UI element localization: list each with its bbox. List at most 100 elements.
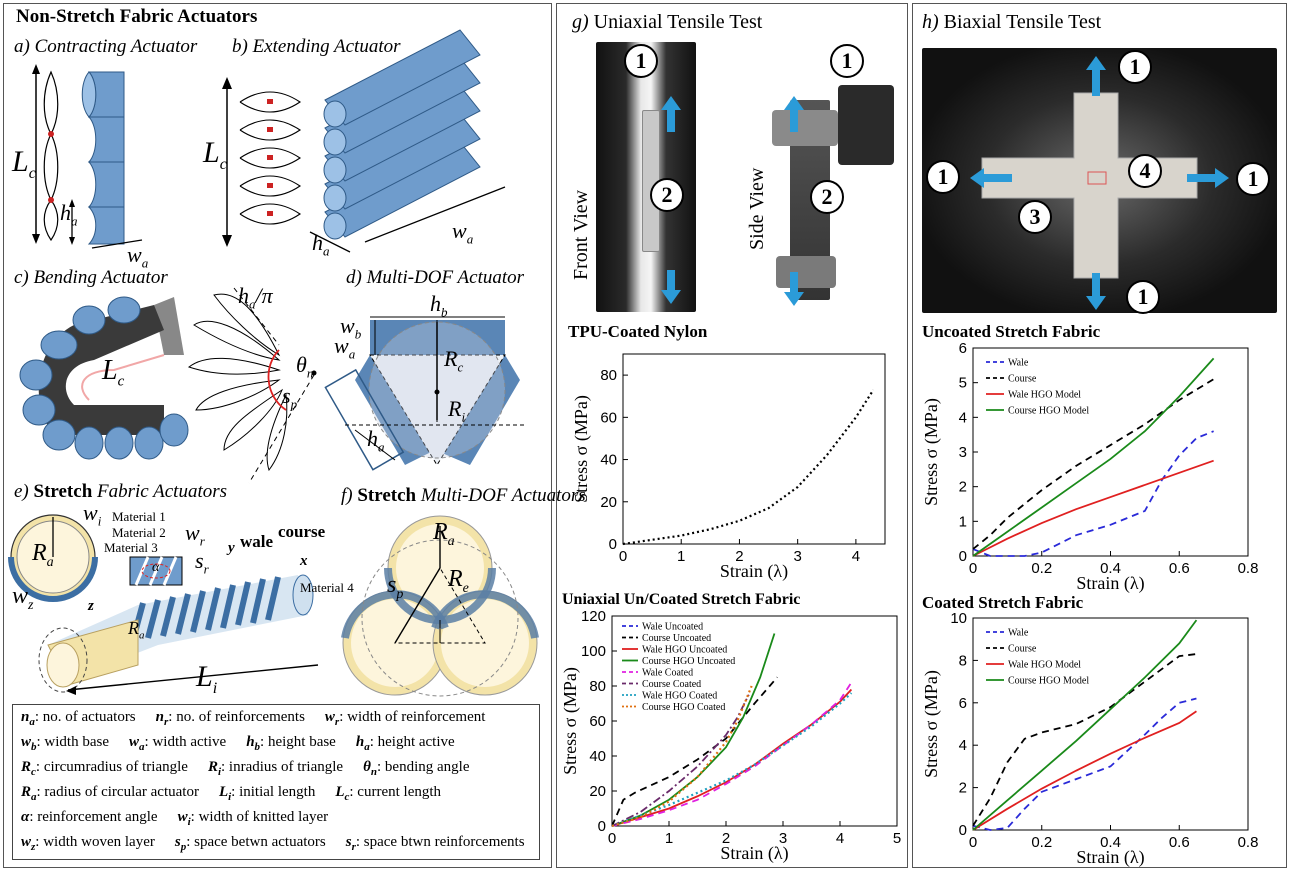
label-a: a) Contracting Actuator xyxy=(14,36,198,57)
legend-label: Course HGO Coated xyxy=(642,702,725,713)
e-alpha-label: α xyxy=(152,560,160,575)
y-tick-label: 80 xyxy=(600,367,617,384)
legend-label: Course xyxy=(1008,644,1037,655)
e-sr-label: sr xyxy=(195,548,209,577)
middle-panel xyxy=(556,3,908,868)
label-c: c) Bending Actuator xyxy=(14,267,168,288)
y-tick-label: 0 xyxy=(609,536,617,553)
y-tick-label: 20 xyxy=(589,783,606,800)
x-tick-label: 0.8 xyxy=(1238,560,1259,577)
biax-num-3: 3 xyxy=(1018,200,1052,234)
e-x-label: x xyxy=(300,553,308,569)
right-panel xyxy=(912,3,1287,868)
e-Ra-label: Ra xyxy=(32,540,54,570)
x-axis-label: Strain (λ) xyxy=(720,561,788,582)
x-tick-label: 0 xyxy=(608,830,616,847)
e-Li-label: Li xyxy=(196,660,218,697)
chart-uniaxial-title: Uniaxial Un/Coated Stretch Fabric xyxy=(562,591,801,608)
b-Lc-label: Lc xyxy=(203,136,227,173)
x-tick-label: 0.8 xyxy=(1238,834,1259,851)
x-tick-label: 0 xyxy=(619,548,627,565)
b-wa-label: wa xyxy=(452,218,474,247)
x-tick-label: 2 xyxy=(722,830,730,847)
x-axis-label: Strain (λ) xyxy=(1076,847,1144,868)
e-Ra2-label: Ra xyxy=(128,618,145,642)
legend-entry: Ra: radius of circular actuator xyxy=(21,784,199,803)
legend-entry: Li: initial length xyxy=(218,784,316,803)
legend-label: Course Coated xyxy=(642,679,701,690)
d-Rc-label: Rc xyxy=(444,346,464,375)
legend-label: Wale HGO Model xyxy=(1008,390,1081,401)
x-tick-label: 0.6 xyxy=(1169,560,1190,577)
x-tick-label: 1 xyxy=(677,548,685,565)
legend-row: Ra: radius of circular actuator Li: initi… xyxy=(21,784,461,803)
x-axis-label: Strain (λ) xyxy=(720,843,788,864)
e-m4-label: Material 4 xyxy=(300,580,354,595)
y-tick-label: 10 xyxy=(950,610,967,627)
left-panel-title: Non-Stretch Fabric Actuators xyxy=(16,6,258,27)
label-b: b) Extending Actuator xyxy=(232,36,401,57)
legend-entry: wz: width woven layer xyxy=(21,834,155,853)
y-tick-label: 0 xyxy=(959,548,967,565)
legend-entry: Ri: inradius of triangle xyxy=(207,759,344,778)
x-tick-label: 5 xyxy=(893,830,901,847)
a-ha-label: ha xyxy=(60,200,78,229)
d-hb-label: hb xyxy=(430,291,448,320)
bending-actuator-diagram xyxy=(19,287,317,484)
f-sp-label: sp xyxy=(387,572,404,602)
d-wb-label: wb xyxy=(340,313,362,342)
y-tick-label: 5 xyxy=(959,375,967,392)
contracting-actuator-diagram xyxy=(32,64,143,249)
front-num-2: 2 xyxy=(650,178,684,212)
series-line xyxy=(972,653,1197,827)
legend-label: Wale HGO Coated xyxy=(642,691,717,702)
plot-frame xyxy=(972,617,1249,831)
x-tick-label: 0.4 xyxy=(1100,834,1121,851)
e-wz-label: wz xyxy=(12,583,34,613)
y-tick-label: 0 xyxy=(959,822,967,839)
front-view-label: Front View xyxy=(570,189,592,280)
y-tick-label: 6 xyxy=(959,695,967,712)
y-tick-label: 4 xyxy=(959,737,967,754)
biax-num-4: 4 xyxy=(1128,154,1162,188)
e-wale-label: wale xyxy=(240,532,274,551)
y-tick-label: 0 xyxy=(598,818,606,835)
x-tick-label: 0.4 xyxy=(1100,560,1121,577)
legend-label: Wale HGO Uncoated xyxy=(642,645,727,656)
label-e: e) Stretch Fabric Actuators xyxy=(14,481,228,502)
e-course-label: course xyxy=(278,522,326,541)
y-tick-label: 6 xyxy=(959,340,967,357)
legend-label: Course Uncoated xyxy=(642,633,711,644)
legend-entry: nr: no. of reinforcements xyxy=(155,709,305,728)
series-line xyxy=(611,682,853,827)
stretch-multi-dof-diagram xyxy=(341,515,539,697)
f-Re-label: Re xyxy=(448,566,469,596)
e-wi-label: wi xyxy=(83,500,102,529)
c-theta-label: θn xyxy=(296,352,314,381)
y-tick-label: 4 xyxy=(959,409,967,426)
chart-coated-title: Coated Stretch Fabric xyxy=(922,593,1084,612)
x-tick-label: 0 xyxy=(969,560,977,577)
y-tick-label: 2 xyxy=(959,479,967,496)
g-title: g) Uniaxial Tensile Test xyxy=(572,11,763,33)
legend-label: Wale Coated xyxy=(642,668,693,679)
c-sp-label: sp xyxy=(282,383,298,412)
plot-frame xyxy=(622,353,886,545)
h-title: h) Biaxial Tensile Test xyxy=(922,11,1102,33)
legend-entry: θn: bending angle xyxy=(363,759,470,778)
legend-label: Wale xyxy=(1008,358,1029,369)
legend-label: Wale Uncoated xyxy=(642,622,703,633)
y-tick-label: 2 xyxy=(959,780,967,797)
plot-frame xyxy=(611,615,898,827)
b-ha-label: ha xyxy=(312,230,330,259)
chart-tpu-title: TPU-Coated Nylon xyxy=(568,322,708,341)
y-axis-label: Stress σ (MPa) xyxy=(560,667,581,775)
e-m2-label: Material 2 xyxy=(112,525,166,540)
multi-dof-actuator-diagram xyxy=(324,316,525,471)
